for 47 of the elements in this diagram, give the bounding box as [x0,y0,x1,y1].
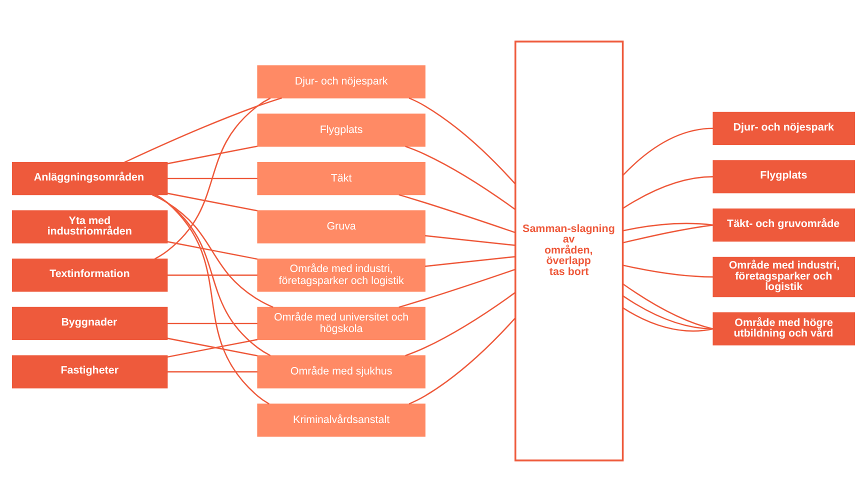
connector [154,98,271,260]
connector [167,371,258,372]
connector [425,235,516,246]
connector [622,264,714,278]
node-box: Flygplats [712,160,856,194]
node-box: Område med universitet och högskola [257,306,426,340]
connector [425,256,516,267]
connector [408,318,516,405]
connector [622,224,714,244]
connector [124,97,282,163]
connector [167,241,258,260]
node-box: Textinformation [12,258,168,292]
connector [622,283,714,330]
node-box: Flygplats [257,114,426,147]
node-box: Djur- och nöjespark [712,112,856,145]
connector [167,322,258,324]
connector [398,194,516,234]
connector [167,274,258,276]
node-box: Område med sjukhus [257,355,426,388]
connector [405,146,516,210]
connector [167,178,258,180]
connector [156,194,270,405]
node-box: Fastigheter [12,355,168,388]
node-box: Djur- och nöjespark [257,65,426,98]
connector [398,268,516,308]
connector [622,307,714,332]
node-box: Täkt [257,162,426,196]
connector [622,222,714,232]
node-box: Anläggningsområden [12,162,168,196]
connector [167,192,258,212]
connector [154,194,271,356]
connector [408,97,516,184]
node-box: Byggnader [12,306,168,340]
connector [622,128,714,176]
connector [152,194,274,308]
node-box: Yta med industriområden [12,210,168,244]
node-box: Täkt- och gruvområde [712,208,856,242]
node-box: Område med högre utbildning och vård [712,312,856,346]
connector [622,176,714,209]
node-box: Kriminalvårdsanstalt [257,404,426,437]
node-box: Område med industri, företagsparker och logistik [257,258,426,292]
node-box: Samman-slagning av områden, överlapp tas bort [514,40,624,462]
node-box: Gruva [257,210,426,244]
node-box: Område med industri, företagsparker och logistik [712,256,856,298]
connector [622,295,714,330]
connector [405,292,516,356]
connector [167,146,258,164]
